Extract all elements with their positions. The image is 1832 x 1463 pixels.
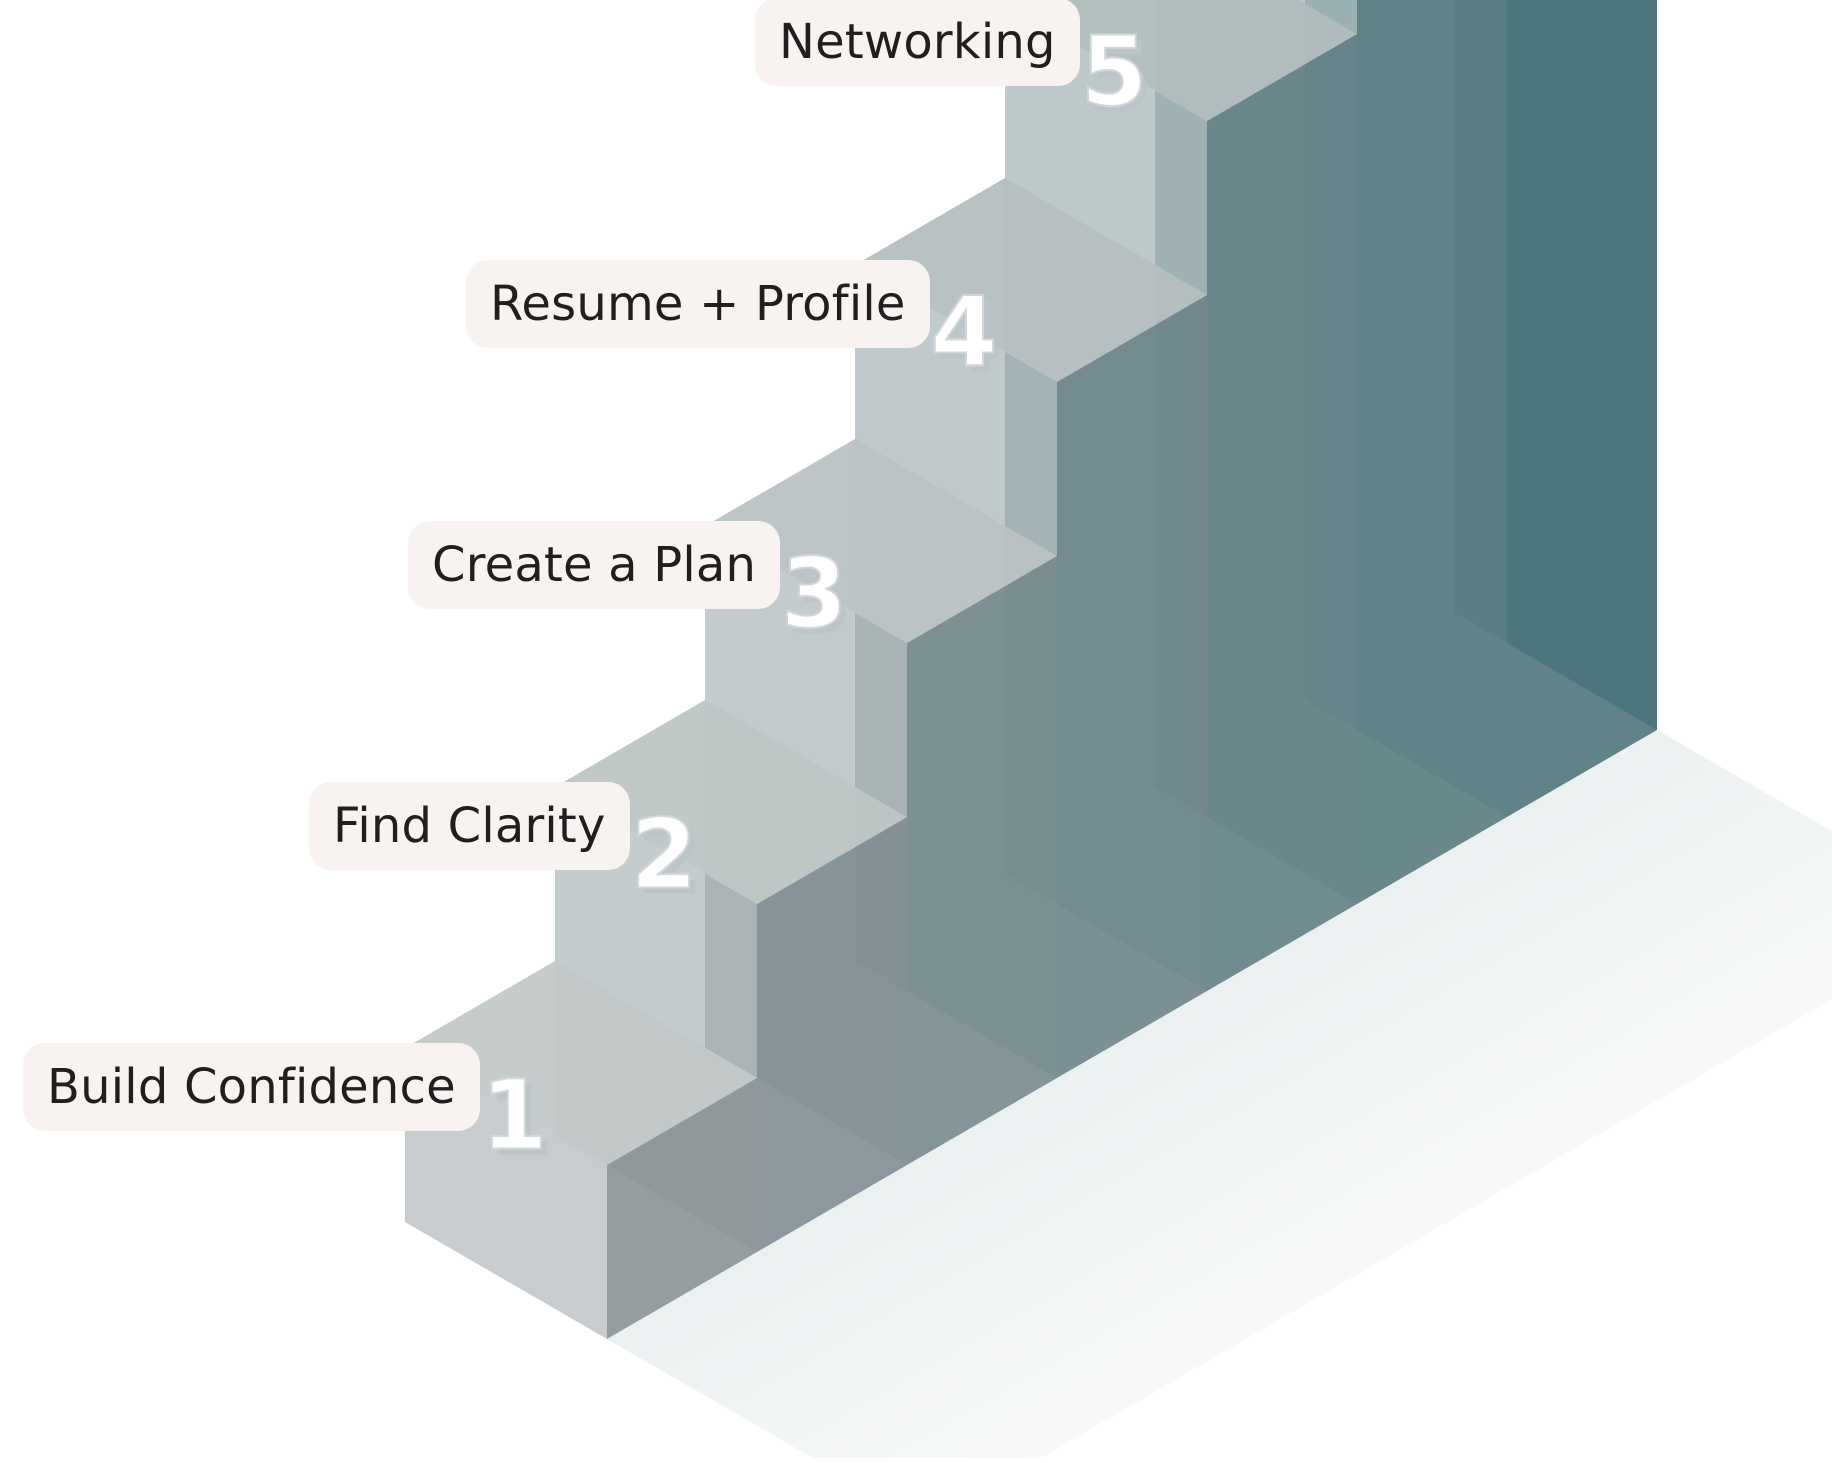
step-label: Resume + Profile [466,260,930,348]
step-top-face [555,700,907,904]
floor-shadow [607,730,1832,1463]
step-top-face [855,178,1207,382]
step-front-face [757,817,907,1252]
step-label: Create a Plan [408,521,781,609]
step-label: Networking [755,0,1080,86]
step-number: 3 [781,538,848,650]
step-number-shadow: 5 [1087,22,1154,134]
step-number-shadow: 2 [637,805,704,917]
step-number: 5 [1081,16,1148,128]
step-number: 1 [481,1060,548,1172]
step-top-face [1005,0,1357,121]
step-label: Find Clarity [309,782,630,870]
step-top-face [405,961,757,1165]
step-front-face [1507,0,1657,817]
step-number: 2 [631,799,698,911]
step-front-face [1357,0,1507,904]
step-front-face [1207,34,1357,991]
step-front-face [907,556,1057,1165]
step-label: Build Confidence [23,1043,480,1131]
step-top-face [705,439,1057,643]
step-number: 4 [931,277,998,389]
step-front-face [1057,295,1207,1078]
step-number-shadow: 4 [937,283,1004,395]
step-number-shadow: 3 [787,544,854,656]
step-number-shadow: 1 [487,1066,554,1178]
